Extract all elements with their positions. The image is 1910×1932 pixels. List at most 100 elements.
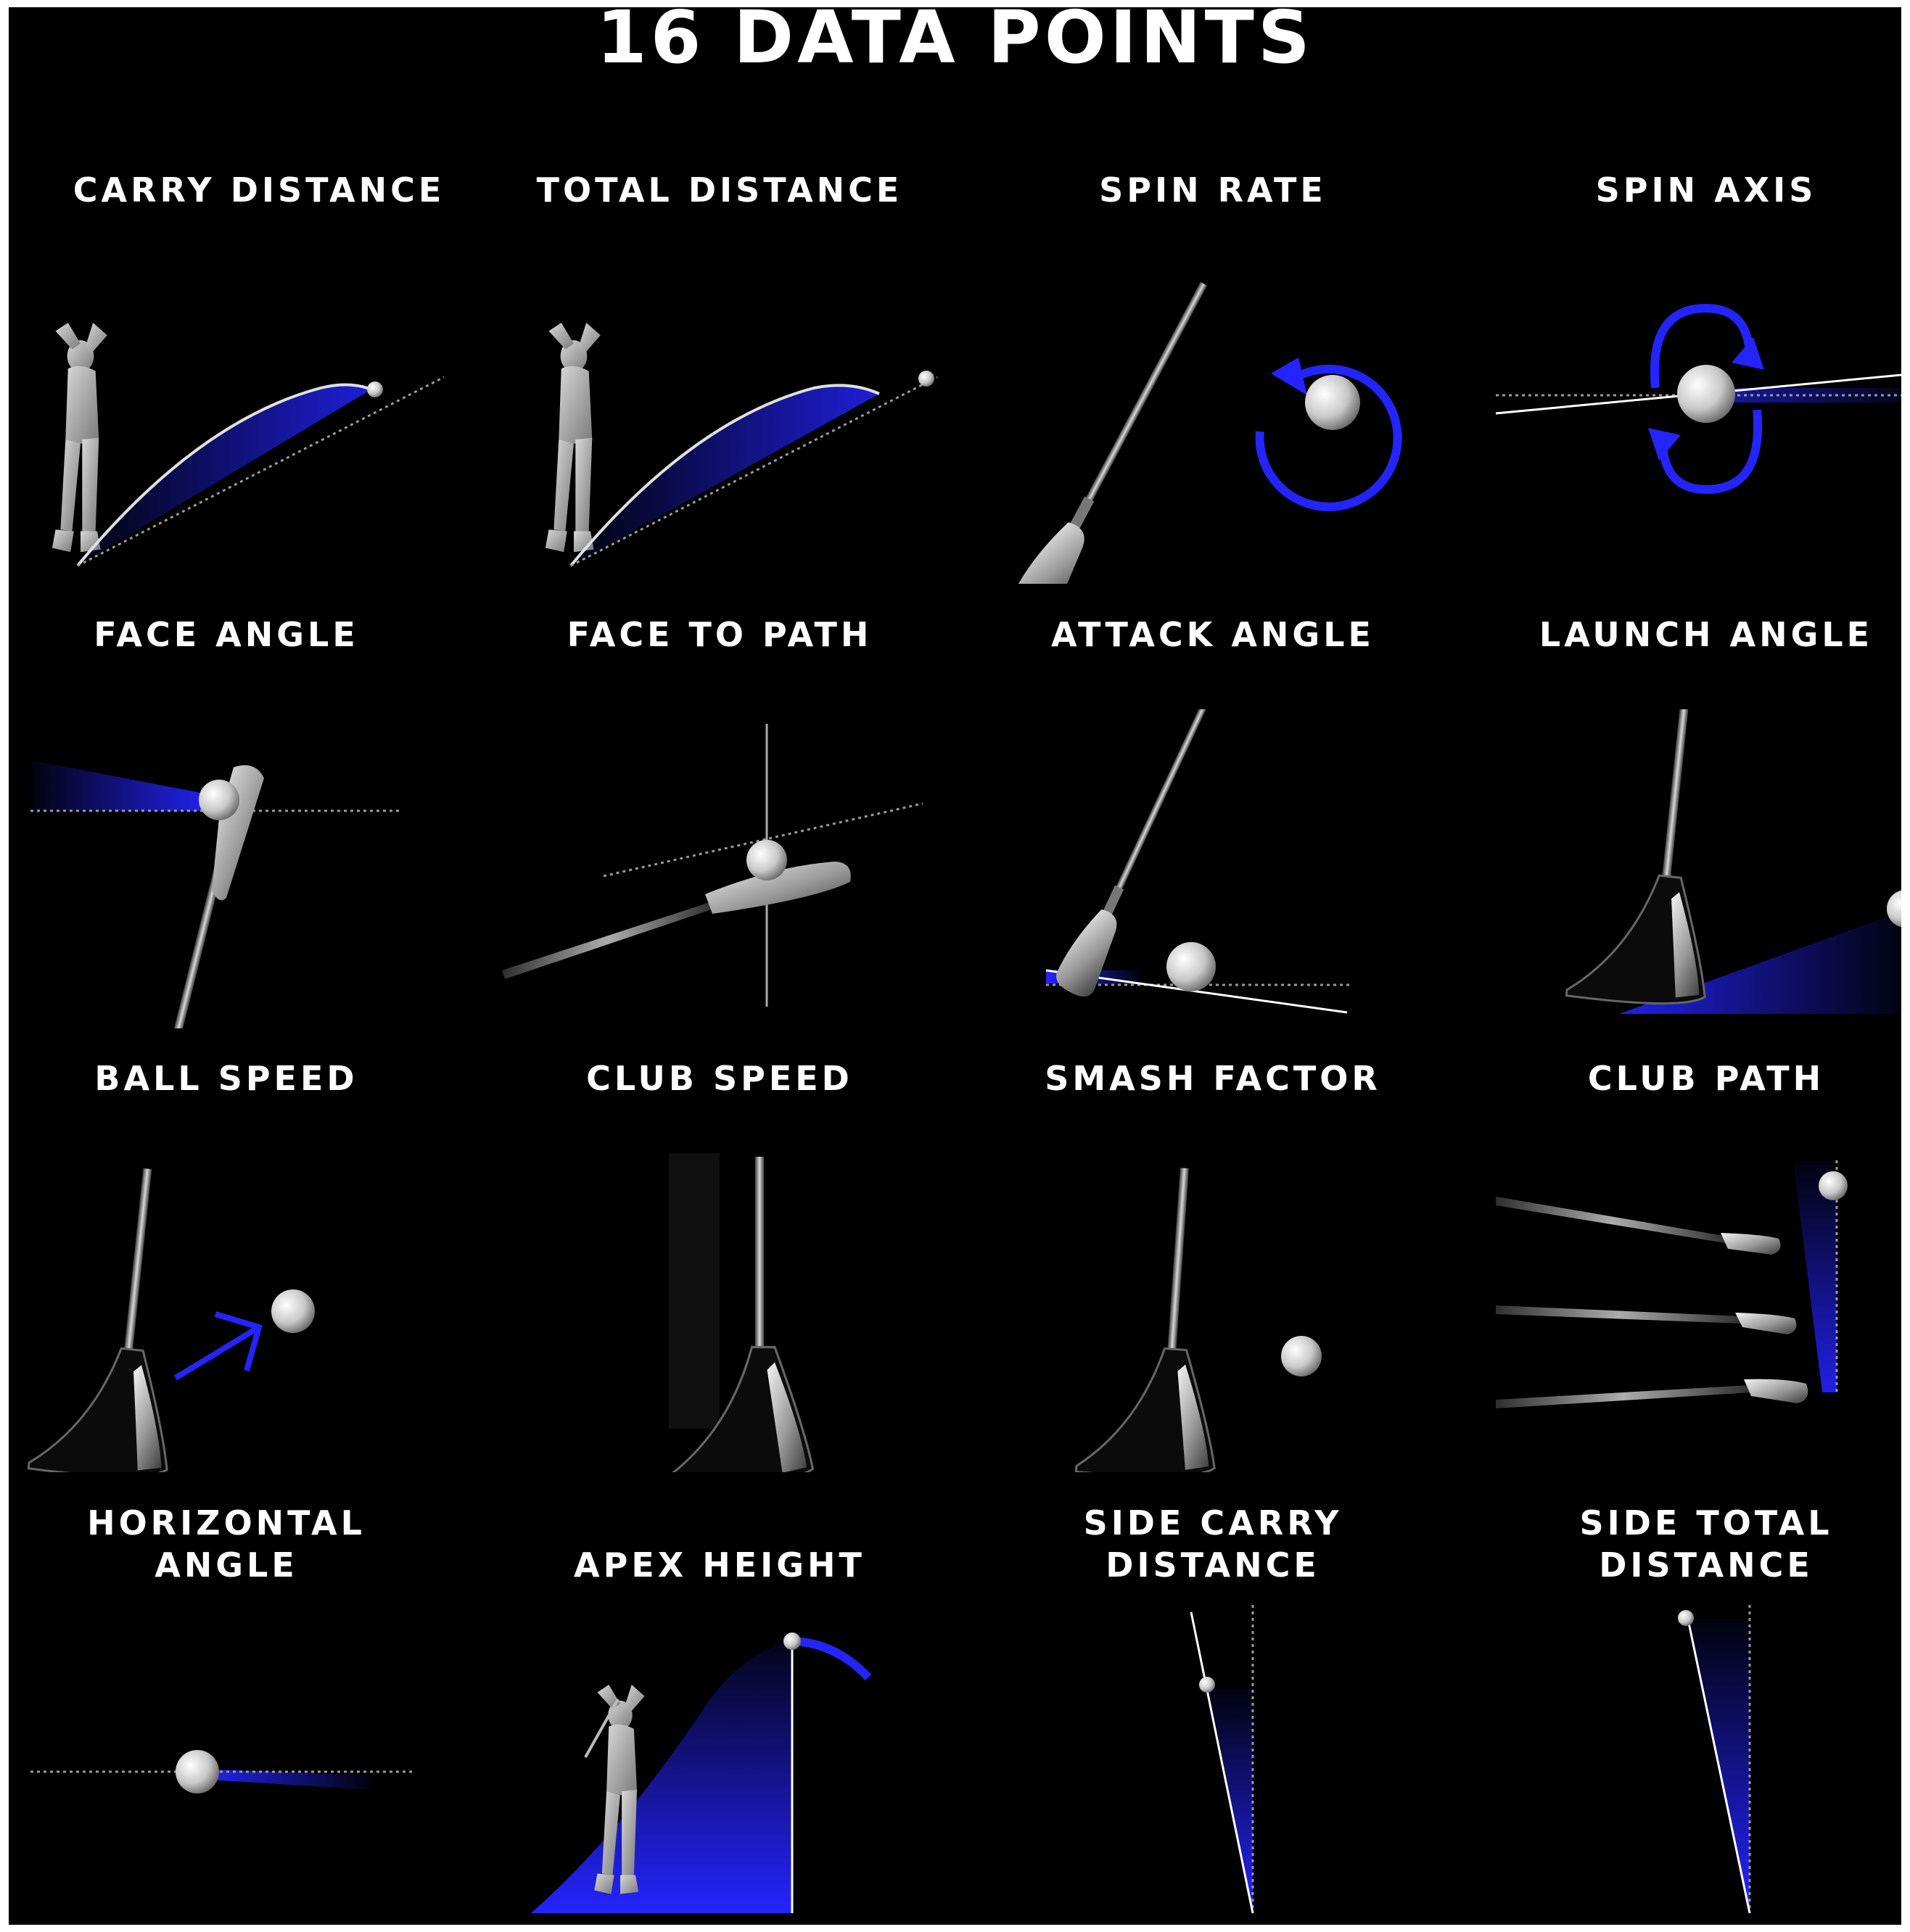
metric-launch-angle: LAUNCH ANGLE: [1460, 600, 1901, 1044]
golfer-figure-icon: [545, 323, 601, 553]
metric-illustration: [966, 265, 1460, 618]
metric-illustration: [1460, 695, 1901, 1028]
metric-label-line: SIDE CARRY: [1083, 1503, 1343, 1543]
golf-ball-icon: [176, 1750, 219, 1793]
golf-ball-icon: [199, 780, 239, 820]
metric-label: BALL SPEED: [9, 1057, 473, 1099]
face-angle-illustration-svg: [30, 760, 400, 1084]
metric-illustration: [966, 1153, 1460, 1478]
spin-axis-illustration-svg: [1495, 303, 1901, 495]
ball-path-line: [1687, 1619, 1751, 1914]
motion-blur: [669, 1153, 720, 1429]
spin-arrow-bottom-icon: [1658, 409, 1763, 495]
total-ground-line: [570, 376, 938, 567]
metric-label-line: CLUB PATH: [1587, 1059, 1825, 1098]
golf-ball-icon: [367, 381, 383, 397]
metric-apex-height: APEX HEIGHT: [473, 1489, 966, 1925]
golf-ball-icon: [783, 1632, 801, 1650]
metric-face-to-path: FACE TO PATH: [473, 600, 966, 1044]
arrow-icon: [173, 1311, 263, 1381]
metric-label-line: DISTANCE: [1106, 1545, 1320, 1585]
golf-ball-icon: [1887, 890, 1901, 928]
attack-angle-illustration-svg: [1045, 686, 1351, 1014]
horizontal-angle-illustration-svg: [30, 1750, 415, 1793]
side-carry-distance-illustration-svg: [1190, 1605, 1254, 1914]
metric-label-line: TOTAL DISTANCE: [536, 170, 903, 210]
spin-arrow-head: [1271, 358, 1307, 395]
metric-label-line: CLUB SPEED: [586, 1059, 853, 1098]
metric-illustration: [966, 686, 1460, 1028]
metric-label-line: DISTANCE: [1599, 1545, 1814, 1585]
path-line: [603, 802, 923, 878]
carry-trajectory: [76, 383, 372, 567]
metric-illustration: [1460, 1153, 1901, 1472]
metric-label-line: HORIZONTAL: [87, 1503, 366, 1543]
club-path-illustration-svg: [1496, 1160, 1848, 1408]
launch-angle-illustration-svg: [1565, 695, 1901, 1014]
golfer-figure-icon: [594, 1685, 645, 1894]
metric-label-line: FACE TO PATH: [567, 615, 873, 654]
side-total-distance-illustration-svg: [1678, 1605, 1751, 1914]
metric-illustration: [9, 1598, 473, 1917]
metric-label-line: ANGLE: [155, 1545, 298, 1585]
metric-illustration: [473, 265, 966, 584]
club-head-icon: [1565, 695, 1706, 1005]
metric-spin-rate: SPIN RATE: [966, 156, 1460, 618]
metric-carry-distance: CARRY DISTANCE: [9, 156, 473, 600]
metric-illustration: [9, 709, 473, 1084]
ball-path-line: [1190, 1611, 1254, 1914]
metric-label-line: SPIN AXIS: [1595, 170, 1817, 210]
metric-label: CLUB SPEED: [473, 1057, 966, 1099]
golfer-figure-icon: [52, 323, 107, 553]
metric-illustration: [9, 265, 473, 584]
metric-label: TOTAL DISTANCE: [473, 169, 966, 211]
club-positions: [1496, 1197, 1808, 1408]
carry-area: [78, 384, 371, 566]
ball-speed-illustration-svg: [27, 1168, 315, 1478]
metric-label-line: SPIN RATE: [1099, 170, 1327, 210]
metric-illustration: [9, 1153, 473, 1478]
metric-ball-speed: BALL SPEED: [9, 1044, 473, 1488]
metric-illustration: [966, 1598, 1460, 1917]
iron-club-icon: [1014, 281, 1208, 618]
golf-ball-icon: [271, 1289, 315, 1333]
golf-ball-icon: [1677, 365, 1735, 423]
metric-club-speed: CLUB SPEED: [473, 1044, 966, 1488]
club-speed-illustration-svg: [667, 1153, 815, 1485]
golf-ball-icon: [746, 840, 787, 880]
metric-label-line: APEX HEIGHT: [574, 1545, 865, 1585]
metric-smash-factor: SMASH FACTOR: [966, 1044, 1460, 1488]
golf-ball-icon: [918, 371, 934, 387]
metric-illustration: [473, 709, 966, 1028]
iron-club-icon: [1056, 686, 1216, 997]
metric-attack-angle: ATTACK ANGLE: [966, 600, 1460, 1044]
metric-illustration: [1460, 265, 1901, 584]
carry-trajectory: [569, 384, 880, 567]
golf-ball-icon: [1281, 1336, 1322, 1376]
metric-total-distance: TOTAL DISTANCE: [473, 156, 966, 600]
descent-arc: [791, 1637, 872, 1681]
spin-arrow-icon: [1255, 364, 1402, 511]
golf-ball-icon: [1819, 1171, 1848, 1200]
metric-label: FACE TO PATH: [473, 614, 966, 656]
carry-ground-line: [77, 376, 445, 567]
club-head-icon: [27, 1168, 168, 1478]
metric-label: LAUNCH ANGLE: [1460, 614, 1901, 656]
metric-label-line: CARRY DISTANCE: [73, 170, 445, 210]
metric-label-line: BALL SPEED: [94, 1059, 358, 1098]
metric-spin-axis: SPIN AXIS: [1460, 156, 1901, 600]
apex-area: [531, 1641, 792, 1913]
club-shaft: [584, 1698, 619, 1758]
horizontal-angle-area: [197, 1769, 371, 1790]
spin-arrow-top-head: [1732, 337, 1764, 370]
metric-label-line: ATTACK ANGLE: [1051, 615, 1375, 654]
metric-label: ATTACK ANGLE: [966, 614, 1460, 656]
apex-height-illustration-svg: [531, 1632, 872, 1913]
face-angle-area: [30, 760, 219, 811]
spin-arrow-top-icon: [1650, 303, 1754, 389]
